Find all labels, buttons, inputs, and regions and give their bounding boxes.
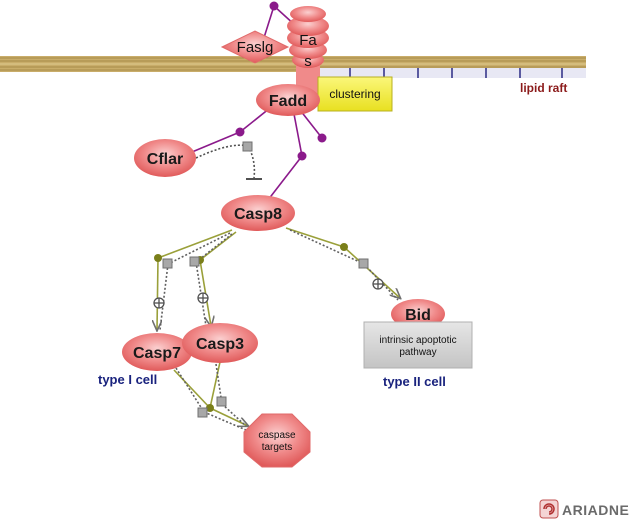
cflar-node[interactable]: Cflar bbox=[134, 139, 196, 177]
faslg-node[interactable]: Faslg bbox=[220, 30, 290, 64]
casp7-node[interactable]: Casp7 bbox=[122, 333, 192, 371]
caspase-targets-line1: caspase bbox=[258, 430, 296, 441]
intrinsic-label-line1: intrinsic apoptotic bbox=[379, 335, 456, 346]
casp8-label: Casp8 bbox=[234, 206, 282, 223]
caspase-targets-node[interactable]: caspase targets bbox=[243, 413, 311, 468]
intrinsic-label-line2: pathway bbox=[399, 347, 436, 358]
membrane bbox=[0, 56, 586, 78]
expression-dots bbox=[154, 243, 348, 412]
type-i-cell-label: type I cell bbox=[98, 372, 157, 387]
intrinsic-pathway-box[interactable]: intrinsic apoptotic pathway bbox=[363, 321, 473, 369]
clustering-box[interactable]: clustering bbox=[317, 76, 393, 112]
faslg-label: Faslg bbox=[237, 39, 274, 56]
ariadne-logo: ARIADNE bbox=[539, 499, 629, 519]
caspase-targets-line2: targets bbox=[262, 442, 293, 453]
fadd-node[interactable]: Fadd bbox=[256, 84, 320, 116]
type-ii-cell-label: type II cell bbox=[383, 374, 446, 389]
bid-label: Bid bbox=[405, 307, 431, 324]
binding-dots bbox=[235, 1, 327, 161]
lipid-raft-label: lipid raft bbox=[520, 81, 567, 95]
casp7-label: Casp7 bbox=[133, 345, 181, 362]
fadd-label: Fadd bbox=[269, 93, 307, 110]
ariadne-logo-text: ARIADNE bbox=[562, 502, 629, 518]
casp3-node[interactable]: Casp3 bbox=[182, 323, 258, 363]
casp3-label: Casp3 bbox=[196, 336, 244, 353]
cflar-label: Cflar bbox=[147, 151, 183, 168]
clustering-label: clustering bbox=[329, 87, 380, 101]
modifier-squares bbox=[162, 256, 369, 418]
cflar-inhibition bbox=[195, 141, 262, 180]
casp8-node[interactable]: Casp8 bbox=[221, 195, 295, 231]
expression-edges bbox=[157, 227, 400, 426]
fas-receptor[interactable]: Fa s bbox=[287, 6, 329, 96]
fas-label-line2: s bbox=[304, 53, 312, 70]
fas-label-line1: Fa bbox=[299, 32, 317, 49]
plus-signs bbox=[153, 278, 384, 309]
